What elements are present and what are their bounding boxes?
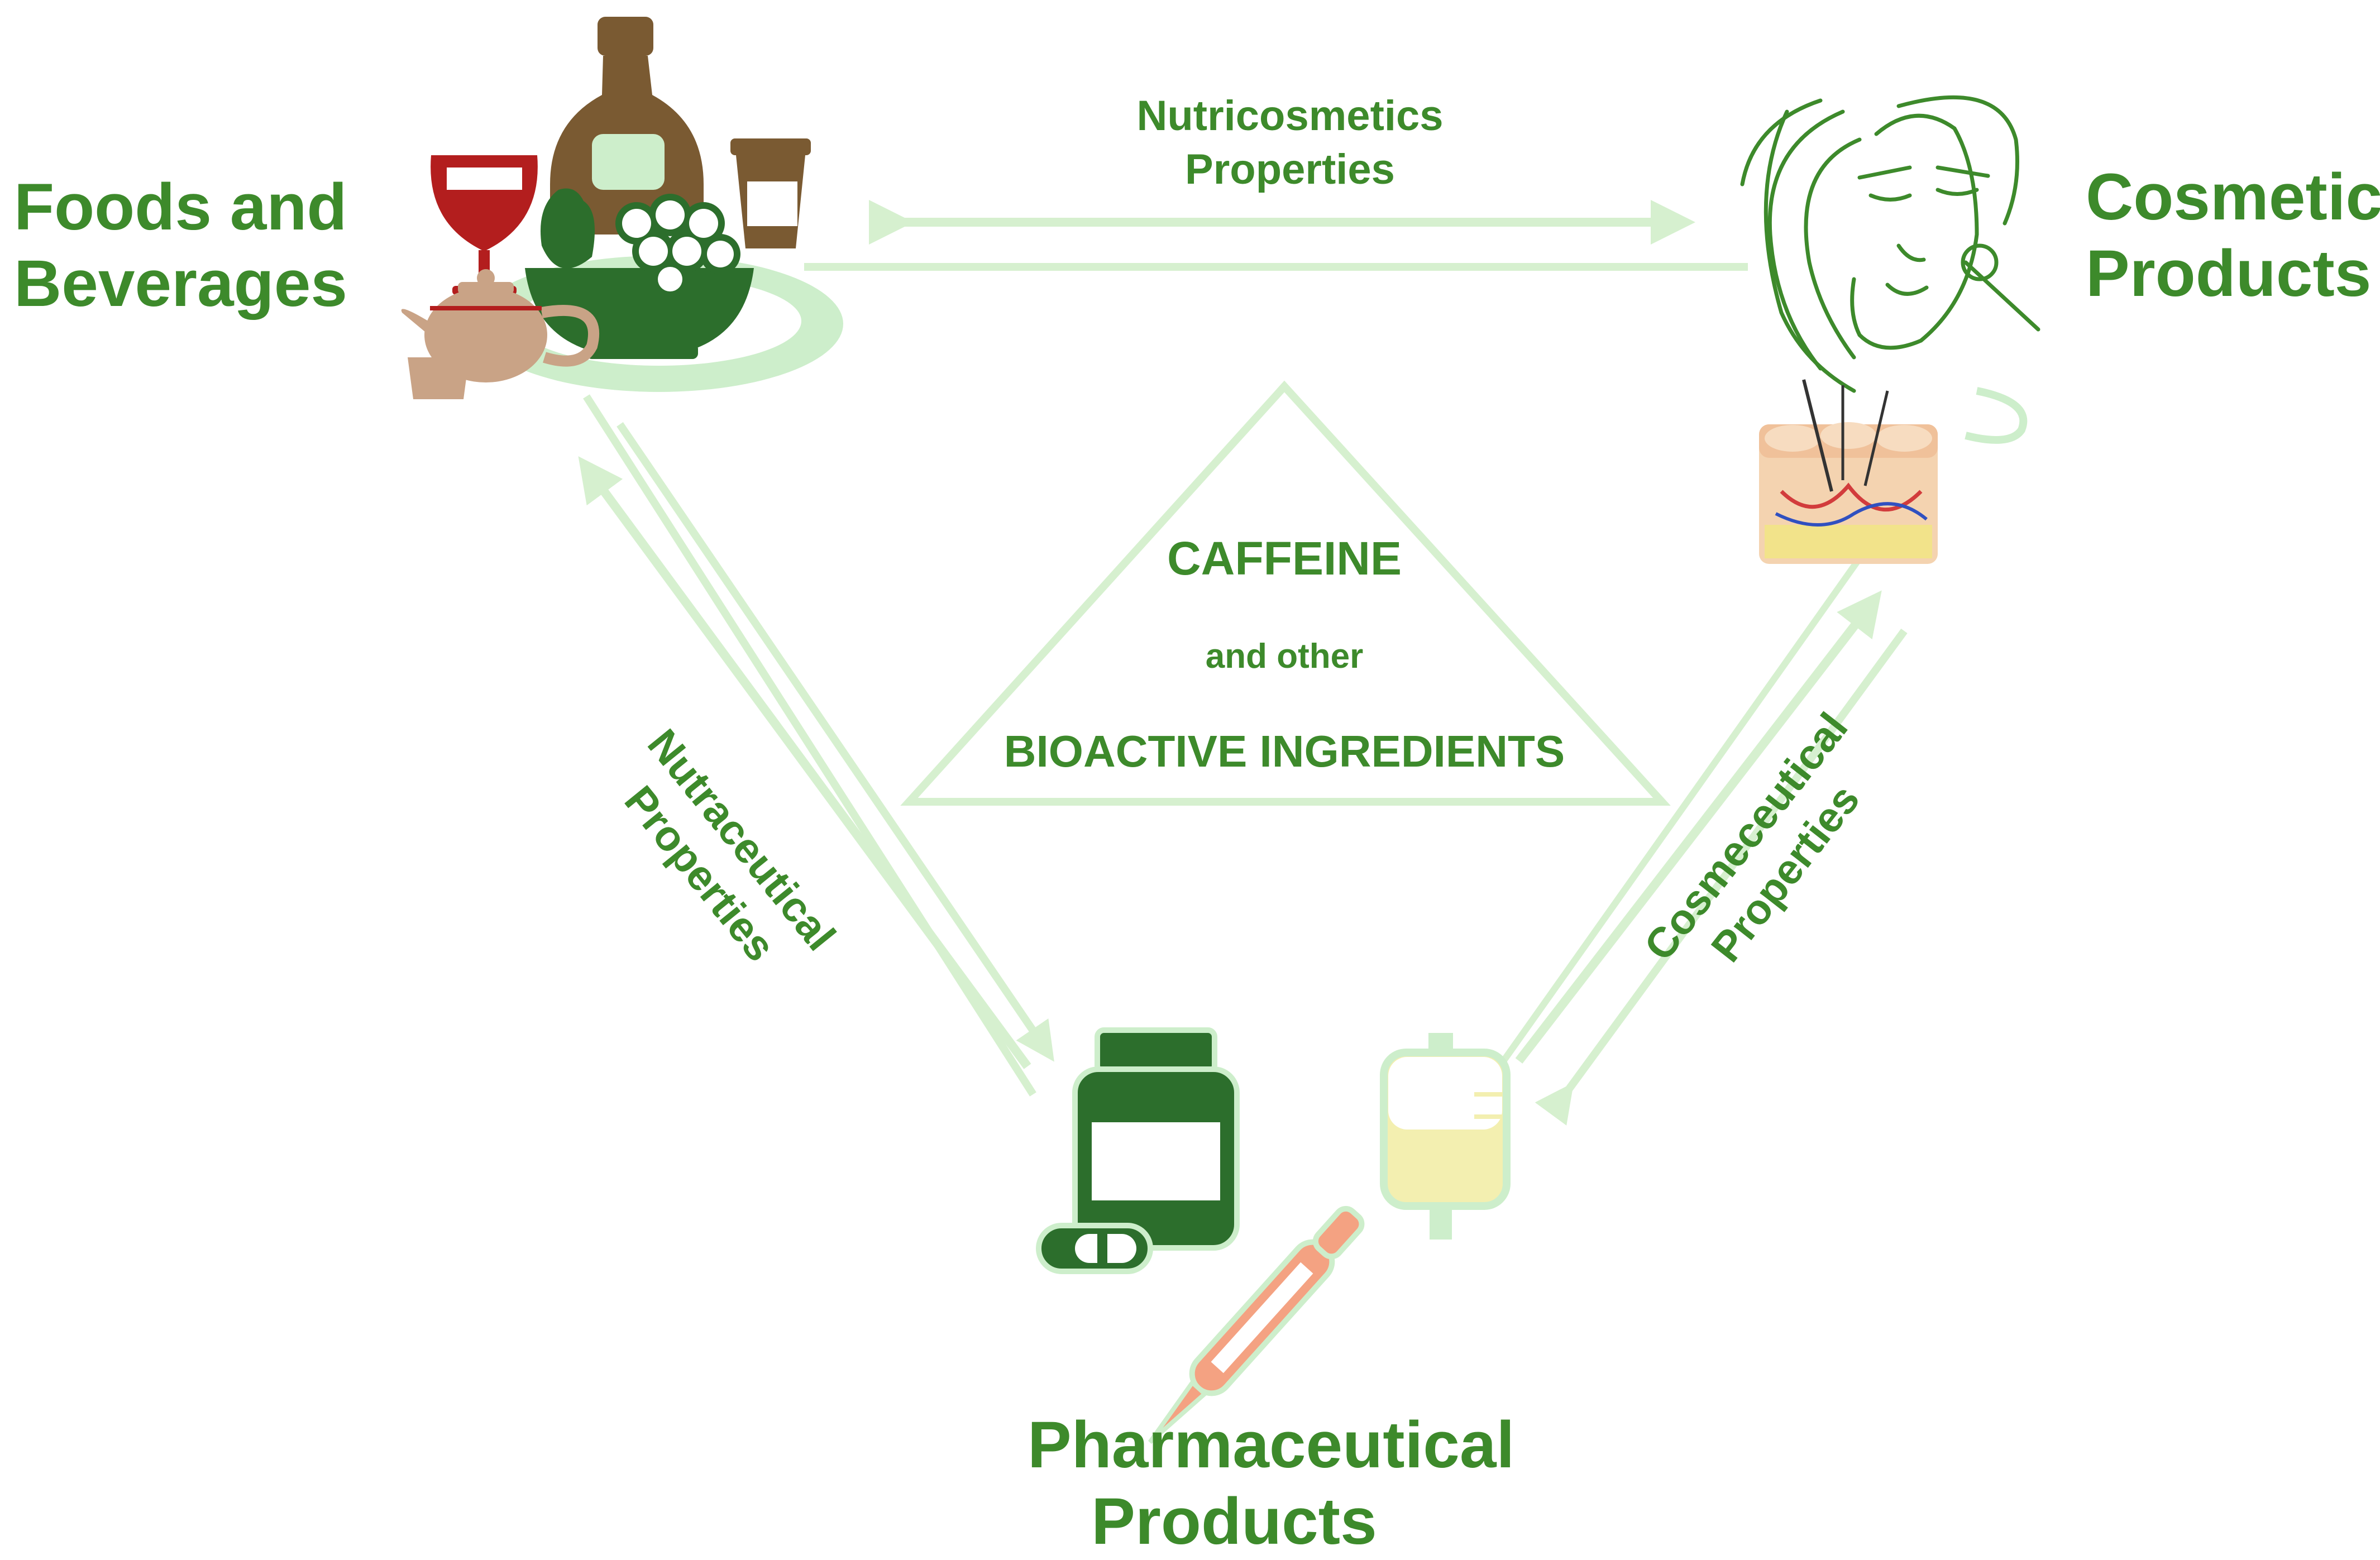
cosmetic-label: Cosmetic Products [2086,159,2380,312]
foods-label-line2: Beverages [14,247,347,320]
caffeine-label: CAFFEINE [1167,532,1402,585]
pharma-label-line2: Products [1091,1485,1377,1558]
foods-label: Foods and Beverages [14,169,347,322]
center-triangle [900,380,1671,806]
woman-face-icon [1740,95,2040,393]
pill-bottle-icon [1072,1027,1240,1251]
nutraceutical-arrow [578,394,1054,1097]
cosmeceutical-arrow [1477,556,1908,1126]
bottle-icon [550,17,704,235]
cycle-arrow-icon [1965,387,2028,444]
pharma-illustration [1036,1027,1511,1444]
iv-bag-icon [1380,1033,1511,1240]
cosmetic-label-line1: Cosmetic [2086,160,2380,234]
bioactive-label: BIOACTIVE INGREDIENTS [1003,726,1565,776]
nutricosmetics-line2: Properties [1185,146,1395,193]
cosmetic-illustration [1740,95,2040,564]
nutricosmetics-line1: Nutricosmetics [1136,92,1444,140]
pharma-label: Pharmaceutical Products [1027,1407,1515,1560]
skin-layer-icon [1759,379,1938,564]
fruit-bowl-icon [525,188,754,359]
nutricosmetics-label: Nutricosmetics Properties [1058,89,1522,197]
pharma-label-line1: Pharmaceutical [1027,1408,1515,1482]
teapot-icon [401,269,600,399]
dropper-icon [1148,1205,1365,1444]
nutricosmetics-arrow [804,200,1748,271]
foods-label-line1: Foods and [14,170,347,244]
capsule-icon [1036,1223,1153,1274]
and-other-label: and other [1205,637,1364,676]
cosmetic-label-line2: Products [2086,237,2372,310]
foods-illustration [401,17,843,399]
coffee-cup-icon [730,138,811,248]
